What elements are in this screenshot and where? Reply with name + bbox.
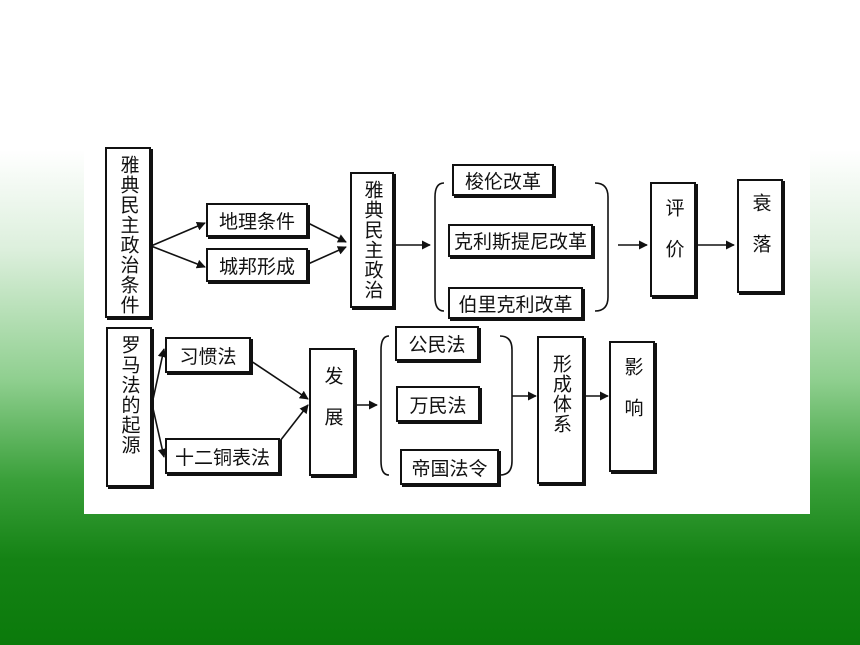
rome-origin-box: 罗马法的起源 <box>106 327 152 487</box>
rome-origin-label: 罗马法的起源 <box>118 335 141 455</box>
brace-right-reforms <box>594 182 609 312</box>
athens-conditions-box: 雅典民主政治条件 <box>105 147 151 318</box>
citystate-label: 城邦形成 <box>218 255 295 278</box>
pericles-reform-label: 伯里克利改革 <box>458 293 573 316</box>
twelve-tables-label: 十二铜表法 <box>174 446 270 469</box>
citystate-box: 城邦形成 <box>206 248 308 282</box>
arrow-origin-to-twelve <box>151 403 167 458</box>
civil-law-box: 公民法 <box>395 326 479 361</box>
geography-label: 地理条件 <box>218 210 295 233</box>
geography-box: 地理条件 <box>206 203 308 237</box>
development-label: 发展 <box>321 366 344 448</box>
arrow-conditions-to-geography <box>150 222 206 247</box>
arrow-geography-to-politics <box>307 222 347 243</box>
arrow-twelve-to-development <box>279 404 309 442</box>
decline-box: 衰落 <box>737 179 783 293</box>
decline-label: 衰落 <box>749 193 772 275</box>
cleisthenes-reform-label: 克利斯提尼改革 <box>453 231 587 253</box>
development-box: 发展 <box>309 348 355 476</box>
brace-left-laws <box>380 335 390 476</box>
athens-politics-box: 雅典民主政治 <box>350 172 394 308</box>
arrow-origin-to-custom <box>151 348 167 405</box>
evaluation-box: 评价 <box>650 182 696 297</box>
system-box: 形成体系 <box>537 336 584 484</box>
customary-law-box: 习惯法 <box>165 337 251 373</box>
influence-box: 影响 <box>609 341 655 472</box>
solon-reform-label: 梭伦改革 <box>464 170 541 193</box>
twelve-tables-box: 十二铜表法 <box>165 438 280 474</box>
imperial-decree-box: 帝国法令 <box>400 449 499 485</box>
cleisthenes-reform-box: 克利斯提尼改革 <box>448 224 593 257</box>
solon-reform-box: 梭伦改革 <box>452 164 554 196</box>
connector-layer <box>150 182 735 476</box>
civil-law-label: 公民法 <box>408 334 466 356</box>
flow-diagram: 雅典民主政治条件 地理条件 城邦形成 雅典民主政治 梭伦改革 克利斯提尼改革 伯… <box>84 139 810 514</box>
system-label: 形成体系 <box>550 354 572 434</box>
law-of-nations-label: 万民法 <box>409 394 467 417</box>
arrow-custom-to-development <box>250 360 309 400</box>
customary-law-label: 习惯法 <box>179 345 237 368</box>
athens-politics-label: 雅典民主政治 <box>361 180 384 300</box>
brace-left-reforms <box>434 182 445 312</box>
imperial-decree-label: 帝国法令 <box>411 457 488 480</box>
evaluation-label: 评价 <box>662 198 685 280</box>
arrow-conditions-to-citystate <box>150 245 206 269</box>
athens-conditions-label: 雅典民主政治条件 <box>117 155 140 315</box>
brace-right-laws <box>499 335 513 476</box>
influence-label: 影响 <box>621 357 644 439</box>
arrow-citystate-to-politics <box>307 246 347 265</box>
pericles-reform-box: 伯里克利改革 <box>448 287 583 319</box>
law-of-nations-box: 万民法 <box>396 386 480 422</box>
